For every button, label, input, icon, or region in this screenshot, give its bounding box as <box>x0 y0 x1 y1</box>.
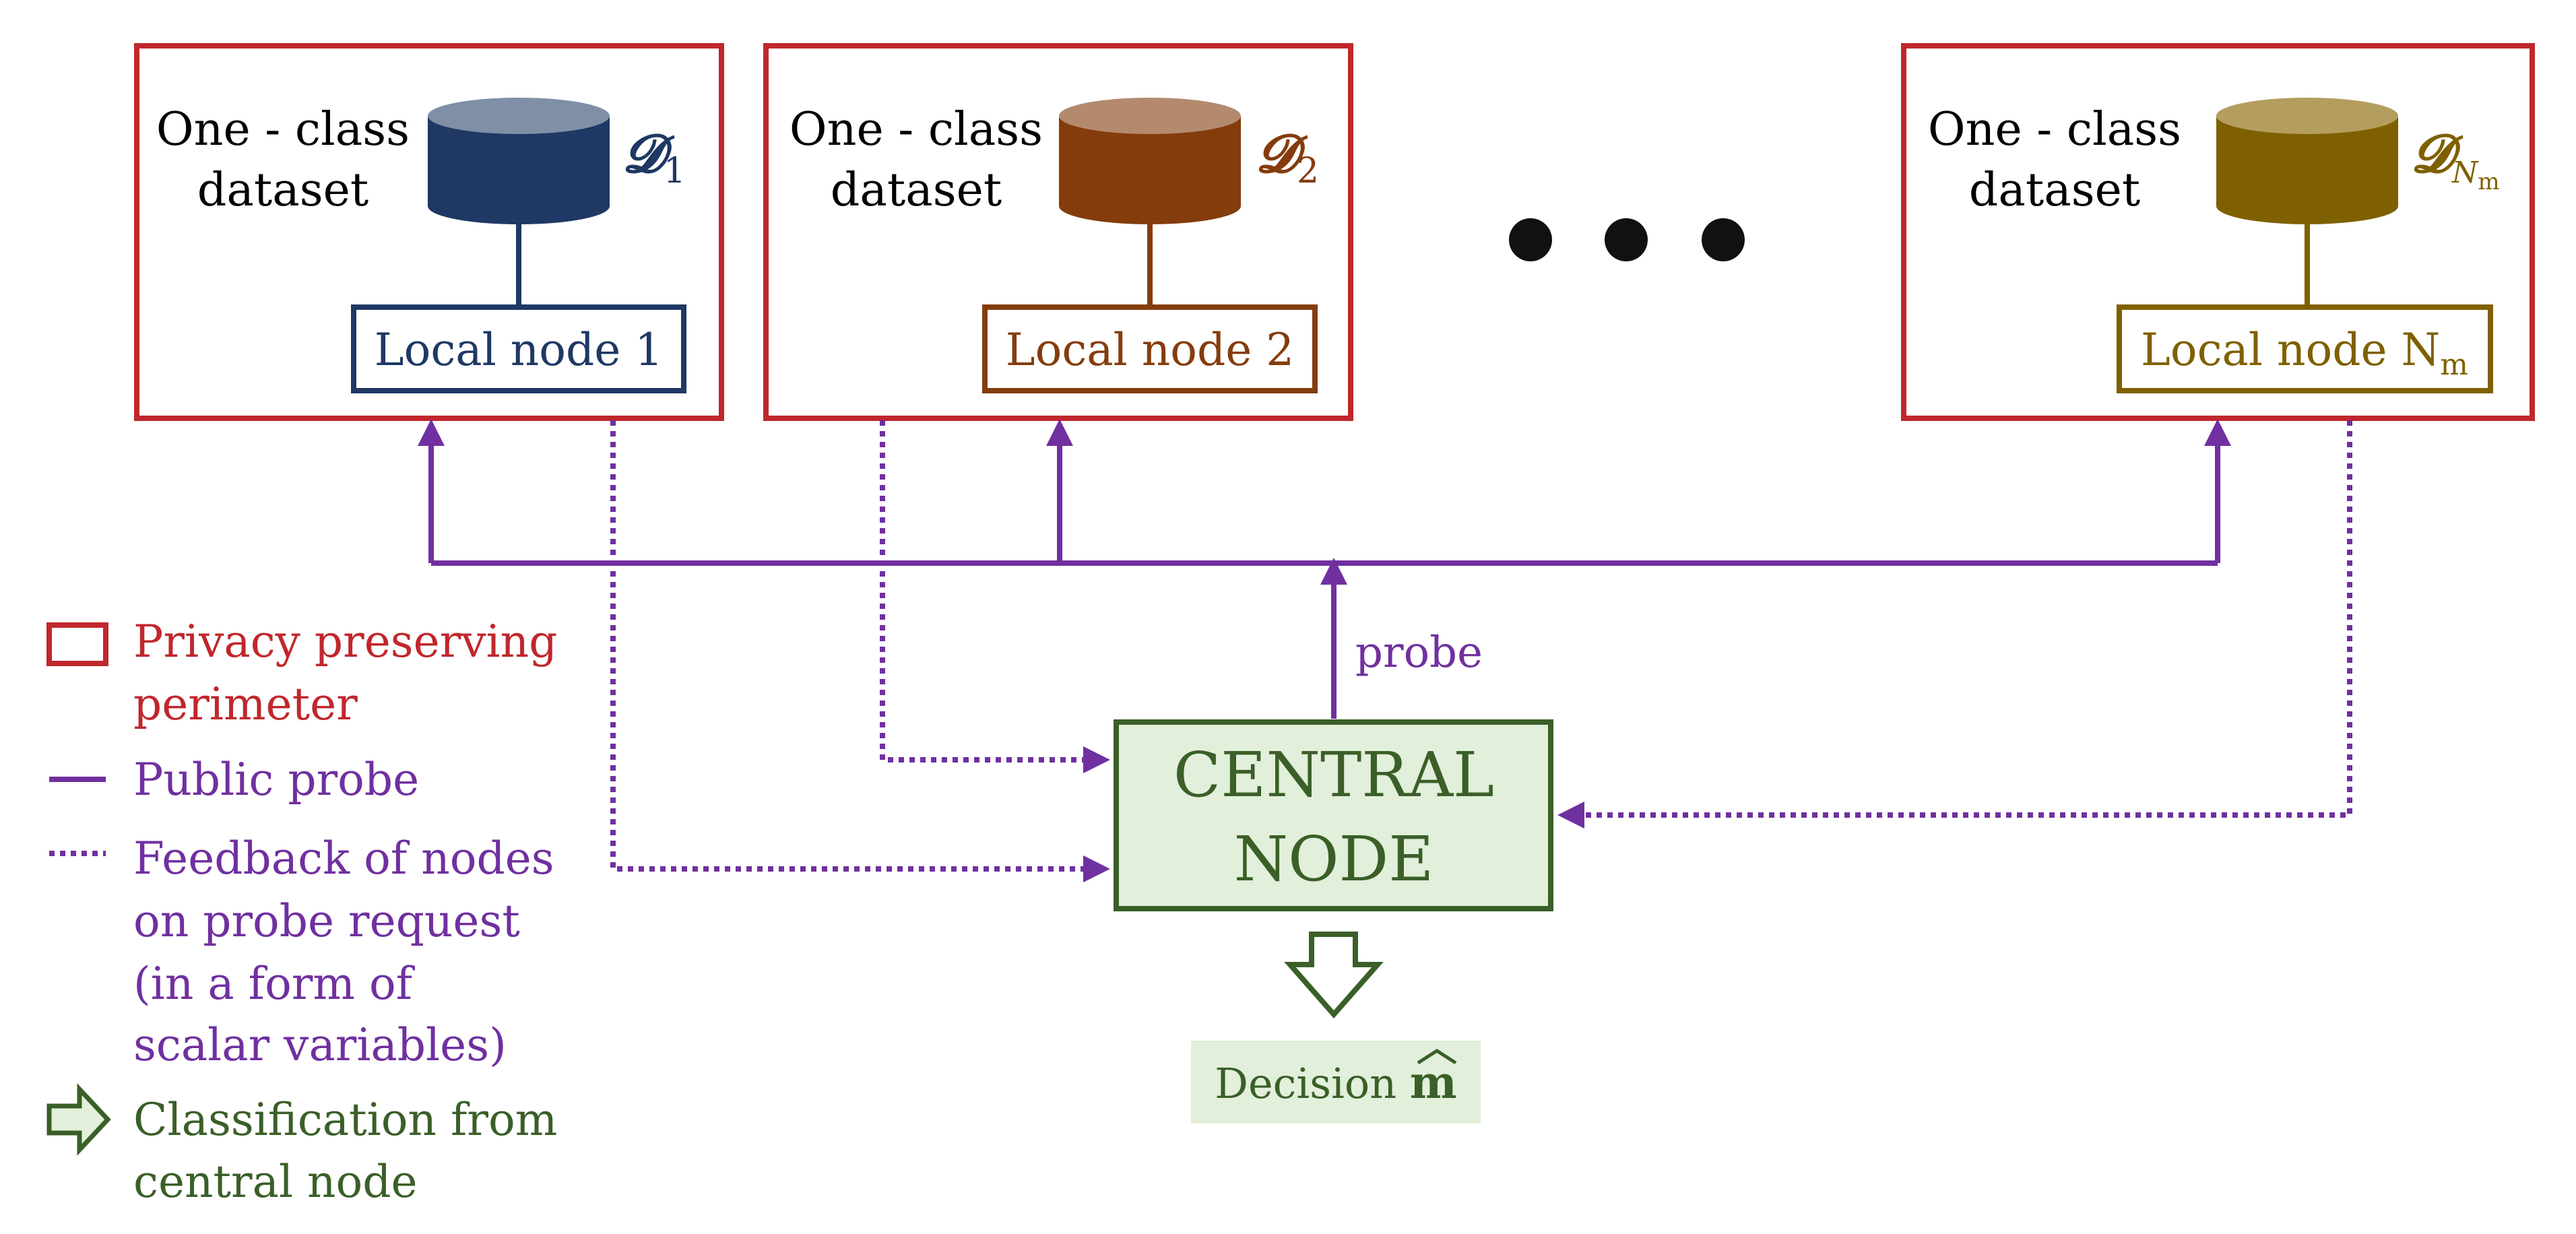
central-node[interactable]: CENTRAL NODE <box>1114 719 1553 911</box>
feedback-from-node-1 <box>610 420 1110 882</box>
local-node-n[interactable] <box>2117 304 2493 393</box>
dataset-label-n-line2: dataset <box>1969 164 2140 217</box>
local-node-n-label: Local node Nm <box>2141 324 2468 382</box>
legend-item-1-line2: perimeter <box>133 678 358 730</box>
privacy-perimeter-2 <box>763 43 1353 421</box>
local-node-2[interactable] <box>982 304 1318 393</box>
dataset-symbol-2: 𝓓2 <box>1256 123 1319 191</box>
legend-item-3-line1: Feedback of nodes <box>133 833 554 884</box>
decision-symbol: m <box>1410 1056 1457 1109</box>
database-n-icon <box>2216 98 2398 224</box>
legend-item-2-line1: Public probe <box>133 754 419 806</box>
public-probe-lines <box>418 419 2231 719</box>
legend-item-3-line2: on probe request <box>133 895 520 947</box>
legend-item-4-line2: central node <box>133 1156 418 1208</box>
node-n-group: One - class dataset 𝓓Nm Local node Nm <box>1901 43 2535 421</box>
dataset-label-2-line2: dataset <box>831 164 1002 217</box>
legend-item-3-line4: scalar variables) <box>133 1019 507 1071</box>
central-node-box[interactable] <box>1114 719 1553 911</box>
node-2-group: One - class dataset 𝓓2 Local node 2 <box>763 43 1353 421</box>
decision-label: Decision m <box>1215 1056 1456 1109</box>
legend: Privacy preserving perimeter Public prob… <box>46 616 557 1208</box>
legend-item-4-line1: Classification from <box>133 1094 557 1146</box>
decision-output: Decision m <box>1191 1041 1481 1124</box>
database-2-icon <box>1059 98 1241 224</box>
ellipsis-dot-3 <box>1702 218 1745 261</box>
dataset-label-2-line1: One - class <box>790 103 1043 156</box>
ellipsis-dots <box>1509 218 1745 261</box>
legend-item-1-line1: Privacy preserving <box>133 616 557 668</box>
central-node-line2: NODE <box>1234 823 1434 895</box>
probe-label: probe <box>1355 628 1483 678</box>
feedback-from-node-2 <box>880 420 1110 773</box>
local-node-1-label: Local node 1 <box>375 324 663 376</box>
database-1-icon <box>428 98 610 224</box>
privacy-perimeter-1 <box>134 43 724 421</box>
local-node-2-label: Local node 2 <box>1006 324 1294 376</box>
feedback-lines <box>610 420 2352 882</box>
dataset-symbol-n: 𝓓Nm <box>2412 123 2500 195</box>
privacy-perimeter-n <box>1901 43 2535 421</box>
hollow-arrow-icon <box>46 1083 111 1156</box>
node-1-group: One - class dataset 𝓓1 Local node 1 <box>134 43 724 421</box>
ellipsis-dot-2 <box>1605 218 1648 261</box>
dataset-label-1-line2: dataset <box>197 164 368 217</box>
classification-arrow-icon <box>1284 932 1384 1019</box>
feedback-from-node-n <box>1557 420 2352 829</box>
dataset-label-1-line1: One - class <box>156 103 410 156</box>
central-node-line1: CENTRAL <box>1173 739 1494 811</box>
ellipsis-text: • • • <box>0 0 2 1</box>
local-node-1[interactable] <box>351 304 686 393</box>
decision-hat-icon <box>1417 1049 1457 1065</box>
perimeter-square-icon <box>46 622 108 666</box>
dataset-symbol-1: 𝓓1 <box>623 123 686 191</box>
dataset-label-n-line1: One - class <box>1928 103 2181 156</box>
legend-item-3-line3: (in a form of <box>133 958 416 1010</box>
ellipsis-dot-1 <box>1509 218 1552 261</box>
